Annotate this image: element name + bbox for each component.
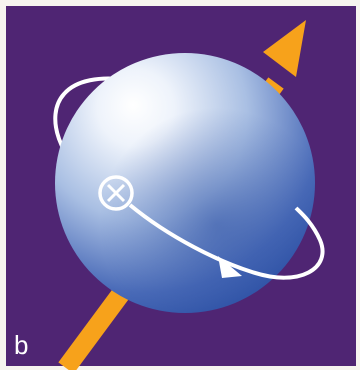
sphere-shadow	[55, 53, 315, 313]
panel-label: b	[14, 332, 28, 358]
sphere	[55, 53, 315, 313]
